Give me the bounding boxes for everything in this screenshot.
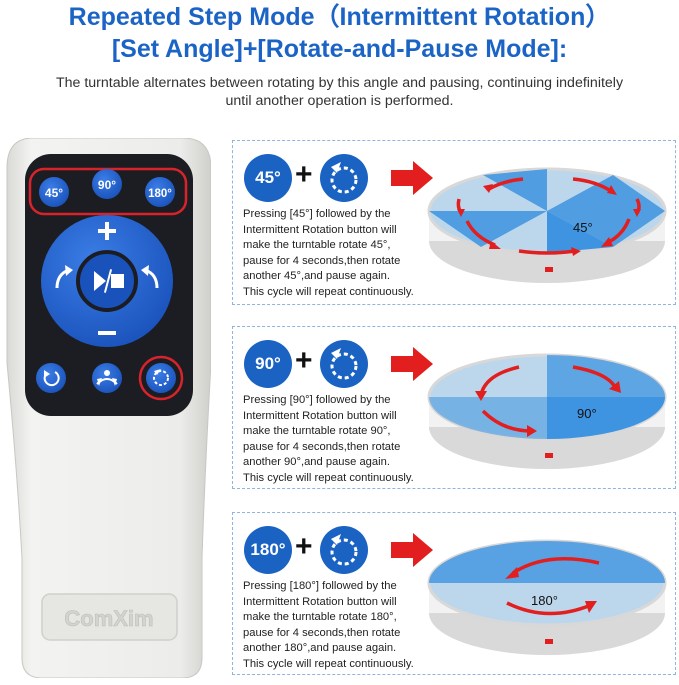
plus-sign: + xyxy=(295,344,313,377)
angle-buttons-highlight xyxy=(28,167,188,216)
desc-line: Pressing [180°] followed by the xyxy=(243,580,397,592)
button-90-label: 90° xyxy=(98,178,116,192)
turntable-angle-label: 45° xyxy=(573,220,593,235)
desc-line: Pressing [45°] followed by the xyxy=(243,208,391,220)
panel-180: 180° + Pressing [180°] followed by the I… xyxy=(232,512,676,675)
plus-sign: + xyxy=(295,530,313,563)
desc-line: another 45°,and pause again. xyxy=(243,270,390,283)
intermittent-rotation-icon xyxy=(320,340,368,388)
desc-line: pause for 4 seconds,then rotate xyxy=(243,440,401,453)
arrow-right-icon xyxy=(391,347,433,381)
desc-line: pause for 4 seconds,then rotate xyxy=(243,254,401,267)
desc-line: This cycle will repeat continuously. xyxy=(243,471,414,484)
angle-badge: 180° xyxy=(244,526,292,574)
intermittent-rotation-icon xyxy=(320,526,368,574)
turntable-180: 180° xyxy=(427,539,667,655)
desc-line: Intermittent Rotation button will xyxy=(243,409,397,422)
description: Pressing [45°] followed by the Intermitt… xyxy=(243,207,433,301)
angle-badge: 45° xyxy=(244,154,292,202)
desc-line: This cycle will repeat continuously. xyxy=(243,657,414,670)
subtitle: The turntable alternates between rotatin… xyxy=(0,74,679,110)
plus-sign: + xyxy=(295,158,313,191)
desc-line: make the turntable rotate 90°, xyxy=(243,425,391,438)
button-180[interactable] xyxy=(145,177,175,207)
desc-line: another 90°,and pause again. xyxy=(243,456,390,469)
desc-line: This cycle will repeat continuously. xyxy=(243,285,414,298)
button-45[interactable] xyxy=(39,177,69,207)
brand-logo: ComXim xyxy=(64,606,153,631)
desc-line: pause for 4 seconds,then rotate xyxy=(243,626,401,639)
panel-45: 45° + Pressing [45°] followed by the Int… xyxy=(232,140,676,305)
intermittent-rotation-button[interactable] xyxy=(146,363,176,393)
reset-rotation-button[interactable] xyxy=(36,363,66,393)
main-title-line-1: Repeated Step Mode（Intermittent Rotation… xyxy=(68,3,611,31)
turntable-angle-label: 180° xyxy=(531,593,558,608)
button-180-label: 180° xyxy=(148,188,172,200)
remote-control: 45° 90° 180° ComXim xyxy=(6,138,211,678)
desc-line: Pressing [90°] followed by the xyxy=(243,394,391,406)
main-title-line-2: [Set Angle]+[Rotate-and-Pause Mode]: xyxy=(111,35,568,63)
level-button[interactable] xyxy=(92,363,122,393)
description: Pressing [90°] followed by the Intermitt… xyxy=(243,393,433,487)
intermittent-rotation-icon xyxy=(320,154,368,202)
subtitle-line-2: until another operation is performed. xyxy=(225,93,454,109)
speed-down-icon[interactable] xyxy=(98,331,116,335)
angle-badge: 90° xyxy=(244,340,292,388)
play-pause-icon xyxy=(94,269,124,293)
desc-line: Intermittent Rotation button will xyxy=(243,223,397,236)
subtitle-line-1: The turntable alternates between rotatin… xyxy=(55,75,624,91)
brand-plate xyxy=(41,593,178,641)
turntable-90: 90° xyxy=(427,353,667,469)
desc-line: make the turntable rotate 180°, xyxy=(243,611,397,624)
arrow-right-icon xyxy=(391,533,433,567)
turntable-45: 45° xyxy=(427,167,667,283)
arrow-right-icon xyxy=(391,161,433,195)
button-90[interactable] xyxy=(92,169,122,199)
turntable-angle-label: 90° xyxy=(577,406,597,421)
desc-line: another 180°,and pause again. xyxy=(243,642,397,655)
desc-line: make the turntable rotate 45°, xyxy=(243,239,391,252)
panel-90: 90° + Pressing [90°] followed by the Int… xyxy=(232,326,676,489)
desc-line: Intermittent Rotation button will xyxy=(243,595,397,608)
button-45-label: 45° xyxy=(45,186,63,200)
description: Pressing [180°] followed by the Intermit… xyxy=(243,579,433,673)
intermittent-button-highlight xyxy=(138,355,184,401)
speed-up-icon[interactable] xyxy=(98,222,116,240)
